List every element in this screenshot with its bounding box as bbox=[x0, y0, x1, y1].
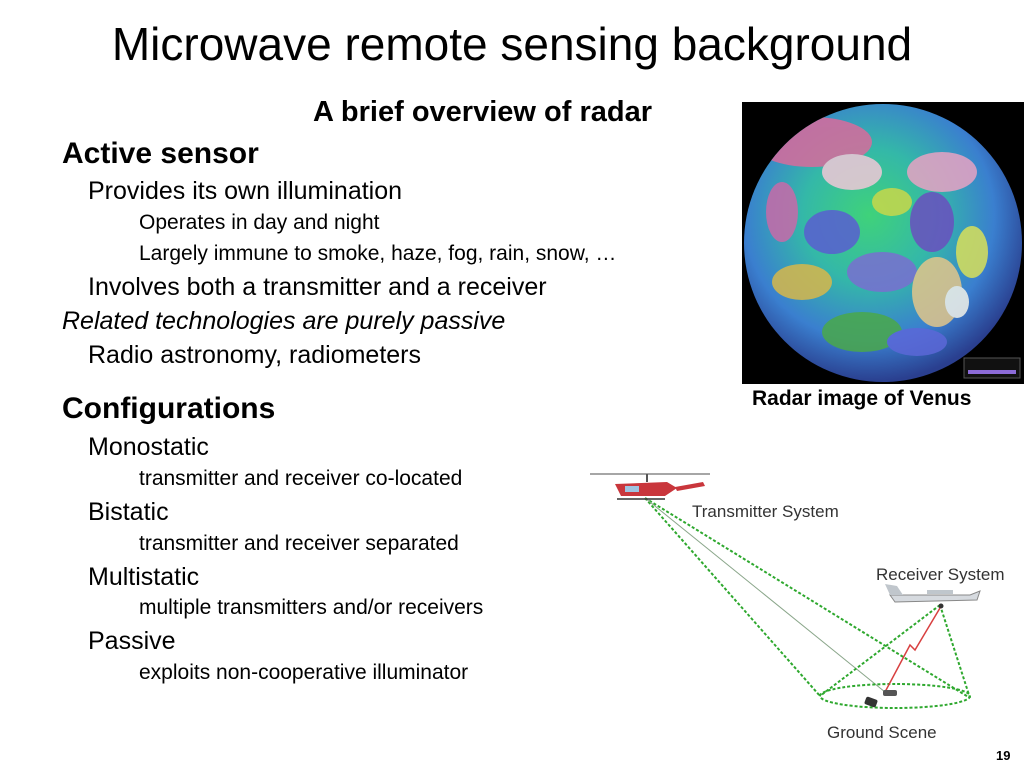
receive-line bbox=[819, 604, 941, 697]
config-bistatic-desc: transmitter and receiver separated bbox=[139, 532, 459, 555]
config-multistatic: Multistatic bbox=[88, 563, 200, 591]
config-passive-desc: exploits non-cooperative illuminator bbox=[139, 661, 469, 684]
page-number: 19 bbox=[996, 748, 1011, 763]
helicopter-icon bbox=[590, 473, 710, 500]
config-monostatic: Monostatic bbox=[88, 433, 209, 461]
active-sensor-subitem-day-night: Operates in day and night bbox=[139, 211, 380, 234]
config-passive: Passive bbox=[88, 627, 176, 655]
active-sensor-heading: Active sensor bbox=[62, 137, 259, 170]
venus-caption: Radar image of Venus bbox=[752, 387, 972, 410]
venus-globe-graphic bbox=[744, 104, 1022, 382]
beam-line bbox=[644, 497, 971, 699]
receive-line bbox=[939, 604, 971, 699]
radar-configuration-diagram: Transmitter System Receiver System Groun… bbox=[590, 473, 1004, 742]
slide-subtitle: A brief overview of radar bbox=[313, 96, 652, 128]
related-item-1: Radio astronomy, radiometers bbox=[88, 341, 422, 369]
transmitter-system-label: Transmitter System bbox=[692, 502, 839, 521]
configurations-heading: Configurations bbox=[62, 392, 276, 425]
ground-scene-label: Ground Scene bbox=[827, 723, 937, 742]
beam-line bbox=[644, 497, 886, 693]
config-multistatic-desc: multiple transmitters and/or receivers bbox=[139, 596, 484, 619]
ground-footprint bbox=[819, 683, 971, 709]
config-monostatic-desc: transmitter and receiver co-located bbox=[139, 467, 463, 490]
airplane-icon bbox=[885, 584, 981, 609]
echo-signal bbox=[884, 607, 941, 693]
active-sensor-item-2: Involves both a transmitter and a receiv… bbox=[88, 273, 547, 301]
related-heading: Related technologies are purely passive bbox=[62, 307, 506, 335]
transmit-beam-lines bbox=[644, 497, 971, 709]
slide-title: Microwave remote sensing background bbox=[111, 18, 913, 70]
active-sensor-item-1: Provides its own illumination bbox=[88, 177, 403, 205]
ground-target-icons bbox=[864, 690, 897, 708]
receiver-system-label: Receiver System bbox=[876, 565, 1004, 584]
beam-line bbox=[644, 497, 821, 697]
venus-radar-image bbox=[742, 102, 1024, 384]
active-sensor-subitem-immune: Largely immune to smoke, haze, fog, rain… bbox=[139, 242, 617, 265]
config-bistatic: Bistatic bbox=[88, 498, 169, 526]
